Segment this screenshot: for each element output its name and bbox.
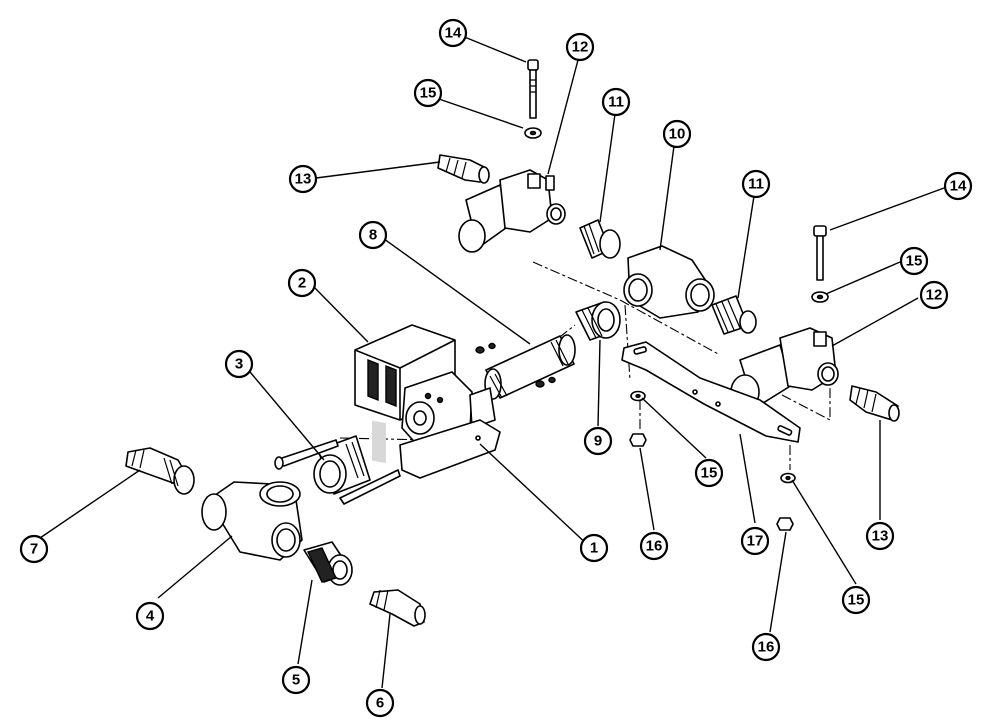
callout-12-upper: 12 [565,32,595,62]
mounting-bracket [621,341,801,443]
callout-14-upper-label: 14 [445,25,462,42]
washer-bracket-left [630,390,646,402]
hose-barb-bottom [369,589,426,627]
callout-13-right: 13 [865,521,895,551]
callout-10-label: 10 [669,126,686,143]
nipple-upper-left [579,219,621,259]
callout-9-label: 9 [594,433,602,450]
callout-3: 3 [224,349,254,379]
callout-4: 4 [135,601,165,631]
callout-15-upper-label: 15 [420,85,437,102]
callout-1-label: 1 [590,540,598,557]
washer-bracket-right [780,472,796,484]
nut-bracket-right [776,517,794,531]
callout-6-label: 6 [376,695,384,712]
valve-body-left [458,169,566,253]
callout-11-right: 11 [741,169,771,199]
adapter-fitting [313,435,371,495]
callout-15-right: 15 [899,246,929,276]
callout-16-right: 16 [751,632,781,662]
callout-15-upper: 15 [413,78,443,108]
callout-17-label: 17 [747,533,764,550]
callout-10: 10 [662,119,692,149]
callout-11-upper: 11 [601,87,631,117]
nipple-right [711,295,757,335]
callout-13-upper-label: 13 [295,171,312,188]
screw-long [274,439,339,470]
bushing [575,301,621,341]
inlet-tee [201,481,303,561]
callout-13-right-label: 13 [872,528,889,545]
callout-12-upper-label: 12 [572,39,589,56]
screw-set-lower [535,376,556,388]
callout-1: 1 [579,533,609,563]
callout-5: 5 [281,665,311,695]
screw-short [339,469,401,505]
callout-2-label: 2 [298,275,306,292]
callout-7: 7 [19,534,49,564]
callout-15-bracket: 15 [694,458,724,488]
callout-5-label: 5 [292,672,300,689]
callout-8: 8 [358,220,388,250]
callout-14-upper: 14 [438,18,468,48]
callout-16-left-label: 16 [646,538,663,555]
hose-barb-upper-left [437,154,490,184]
nut-bracket-left [629,433,647,447]
leader-lines [39,35,945,689]
bolt-right [813,225,827,281]
callout-4-label: 4 [146,608,155,625]
callout-14-right-label: 14 [950,178,967,195]
screw-set-upper [475,342,496,354]
callout-11-upper-label: 11 [608,94,624,111]
callout-16-left: 16 [639,531,669,561]
callout-9: 9 [583,426,613,456]
callout-7-label: 7 [30,541,38,558]
callout-2: 2 [287,268,317,298]
callout-6: 6 [365,688,395,718]
callout-15-lower: 15 [841,585,871,615]
callout-12-right: 12 [919,280,949,310]
callout-13-upper: 13 [288,164,318,194]
reducing-bushing [303,541,353,586]
washer-right-upper [811,291,829,303]
callout-15-bracket-label: 15 [701,465,718,482]
washer-upper-left [524,127,542,139]
callout-15-lower-label: 15 [848,592,865,609]
bolt-upper [527,59,539,119]
long-nipple [484,334,576,400]
callout-8-label: 8 [369,227,377,244]
hose-barb-left [125,447,195,495]
tee-fitting [623,245,715,319]
callout-11-right-label: 11 [748,176,764,193]
callout-3-label: 3 [235,356,243,373]
callout-14-right: 14 [943,171,973,201]
callout-15-right-label: 15 [906,253,923,270]
hose-barb-right [849,385,900,422]
callout-16-right-label: 16 [758,639,775,656]
solenoid-valve-body [399,371,501,479]
callout-12-right-label: 12 [926,287,943,304]
callout-17: 17 [740,526,770,556]
